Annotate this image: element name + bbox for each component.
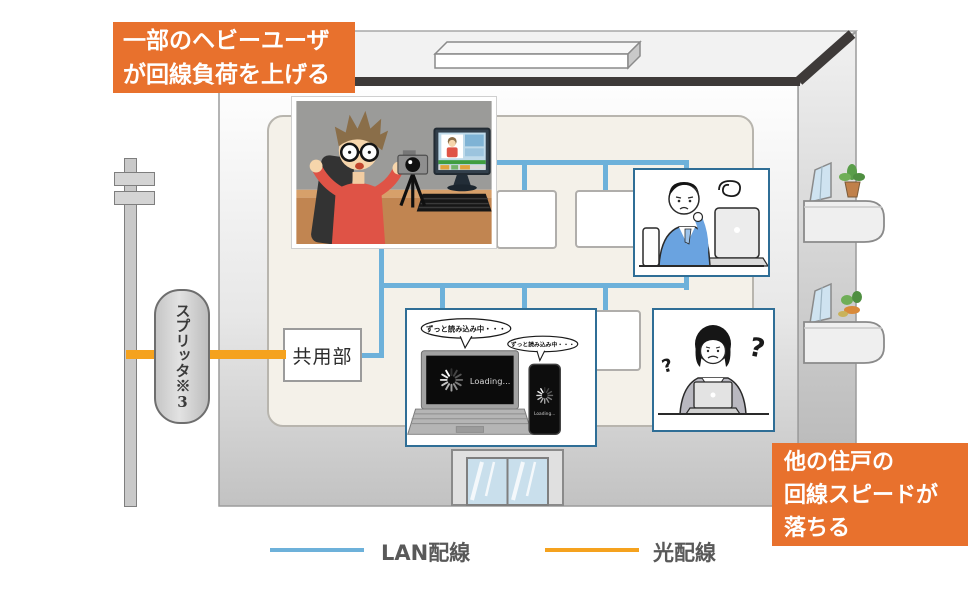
lan-floor1-horizontal [379, 160, 689, 165]
unit-room [575, 190, 639, 248]
utility-pole [124, 158, 137, 507]
lan-floor1-drop-a [522, 163, 527, 192]
callout-line: 回線スピードが [784, 483, 939, 508]
speech-bubble-phone: ずっと読み込み中・・・ [507, 335, 579, 362]
plants-vegetables [838, 291, 862, 317]
scene-loading-devices: ずっと読み込み中・・・ ずっと読み込み中・・・ Loading... [405, 308, 597, 447]
balcony-upper [803, 161, 885, 243]
desk-top [296, 189, 492, 198]
camera-tripod [397, 150, 429, 208]
rooftop-structure [433, 40, 642, 70]
keyboard [416, 193, 492, 212]
speech-bubble-laptop: ずっと読み込み中・・・ [420, 318, 512, 350]
man [658, 182, 711, 267]
lan-floor2-drop-c [603, 286, 608, 312]
legend-lan-swatch [270, 548, 364, 552]
splitter-label: スプリッタ [173, 302, 192, 378]
loading-text: Loading... [534, 411, 555, 417]
pole-crossbar [114, 191, 155, 205]
lan-floor2-drop-b [522, 286, 527, 312]
callout-line: が回線負荷を上げる [123, 62, 330, 88]
building-right-face [797, 30, 857, 508]
loading-text: Loading... [470, 376, 510, 386]
lan-floor2-drop-a [440, 286, 445, 310]
lan-connector [357, 353, 383, 358]
common-area-box: 共用部 [283, 328, 362, 382]
glasses [339, 142, 380, 162]
chair [642, 227, 660, 267]
legend-optical-swatch [545, 548, 639, 552]
callout-line: 落ちる [784, 516, 851, 541]
splitter-note: ※3 [173, 377, 192, 411]
callout-speed-drop: 他の住戸の 回線スピードが 落ちる [772, 443, 968, 546]
lan-floor1-drop-b [603, 163, 608, 192]
splitter: スプリッタ※3 [154, 289, 210, 424]
balcony-lower [803, 282, 885, 364]
streamer-person [309, 110, 406, 244]
annoyed-swirl-icon [718, 180, 741, 198]
roof-band [219, 77, 800, 86]
loading-spinner [536, 386, 554, 404]
laptop [702, 207, 770, 267]
hair [668, 182, 700, 199]
balcony-box [803, 321, 885, 364]
callout-line: 他の住戸の [784, 450, 895, 475]
question-mark-icon: ? [746, 332, 767, 364]
scene-confused-woman: ? ? [652, 308, 775, 432]
hair [334, 110, 389, 151]
unit-room [496, 190, 557, 249]
mouth [355, 162, 364, 170]
balcony-box [803, 200, 885, 243]
legend-lan-label: LAN配線 [381, 541, 471, 565]
common-area-label: 共用部 [292, 345, 353, 368]
laptop [684, 381, 742, 415]
plant [839, 164, 865, 198]
question-mark-icon: ? [660, 355, 676, 378]
lan-floor2-horizontal [379, 283, 689, 288]
roof-band-slant [795, 30, 856, 85]
pole-crossbar [114, 172, 155, 186]
loading-spinner [439, 368, 464, 392]
scene-heavy-user-streaming [291, 96, 497, 249]
loading-phone: Loading... [528, 363, 561, 436]
callout-line: 一部のヘビーユーザ [123, 28, 330, 54]
entrance [451, 449, 564, 506]
bubble-text: ずっと読み込み中・・・ [511, 340, 575, 348]
callout-heavy-user: 一部のヘビーユーザ が回線負荷を上げる [113, 22, 355, 93]
legend-optical-label: 光配線 [653, 541, 716, 565]
monitor [433, 127, 491, 192]
bubble-text: ずっと読み込み中・・・ [426, 324, 506, 333]
loading-laptop: Loading... [407, 350, 533, 435]
lan-trunk-vertical [379, 160, 384, 358]
scene-annoyed-man [633, 168, 770, 277]
